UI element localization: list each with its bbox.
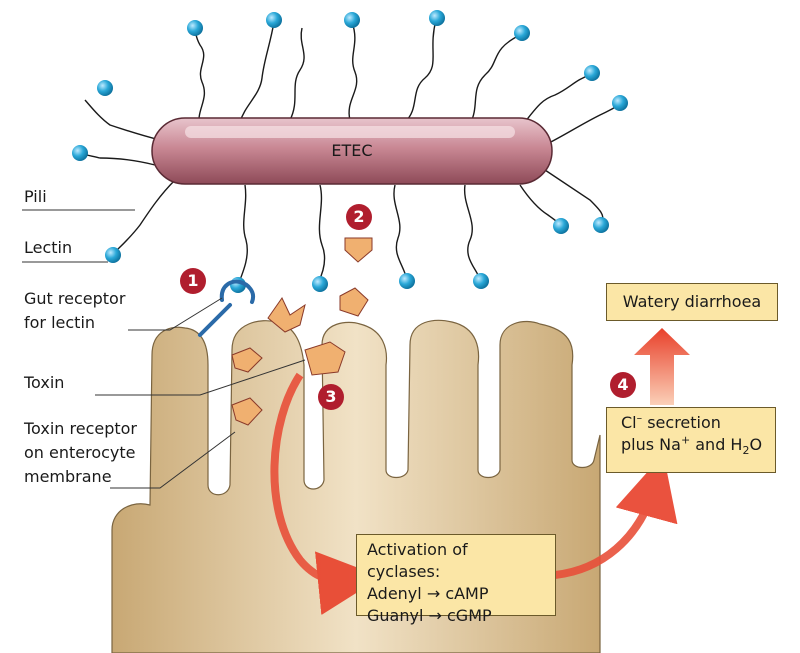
- lectin-tip: [584, 65, 600, 81]
- toxin-receptor-label-1: Toxin receptor: [24, 419, 137, 438]
- step-2-badge: 2: [346, 204, 372, 230]
- lectin-tip: [514, 25, 530, 41]
- pilus: [84, 99, 161, 141]
- adenyl-line: Adenyl → cAMP: [367, 584, 489, 603]
- lectin-tip: [473, 273, 489, 289]
- etec-label: ETEC: [331, 141, 373, 160]
- diarrhoea-text: Watery diarrhoea: [622, 292, 762, 311]
- pilus: [469, 34, 521, 125]
- signal-arrow: [270, 372, 382, 616]
- pilus: [519, 74, 591, 129]
- diarrhoea-box: Watery diarrhoea: [606, 283, 778, 321]
- step-1-badge: 1: [180, 268, 206, 294]
- toxin-bound: [304, 341, 346, 376]
- pilus: [348, 21, 358, 121]
- cyclase-title: Activation of cyclases:: [367, 540, 468, 581]
- toxin-receptor: [231, 347, 263, 373]
- lectin-tip: [593, 217, 609, 233]
- gut-receptor-label-2: for lectin: [24, 313, 96, 332]
- toxin-receptor: [267, 297, 306, 333]
- pilus: [239, 21, 275, 123]
- pilus: [393, 184, 408, 281]
- lectin-tip: [612, 95, 628, 111]
- gut-receptor: [198, 279, 255, 337]
- pilus: [113, 179, 176, 254]
- guanyl-line: Guanyl → cGMP: [367, 606, 492, 625]
- secretion-to-diarrhoea-arrow: [634, 328, 690, 405]
- leader-lines: [22, 209, 306, 489]
- lectin-tip: [399, 273, 415, 289]
- pili-label: Pili: [24, 187, 47, 206]
- step-3-badge: 3: [318, 384, 344, 410]
- toxin-receptor-label-3: membrane: [24, 467, 112, 486]
- lectin-label: Lectin: [24, 238, 73, 257]
- secretion-line-1: Cl– secretion: [621, 411, 721, 432]
- lectin-tip: [266, 12, 282, 28]
- toxin-receptor-label-2: on enterocyte: [24, 443, 136, 462]
- pilus: [194, 29, 206, 129]
- cyclase-to-secretion-arrow: [554, 454, 678, 579]
- pilus: [544, 104, 619, 146]
- pilus: [463, 184, 481, 281]
- lectin-tip: [429, 10, 445, 26]
- secretion-box: Cl– secretion plus Na+ and H2O: [606, 407, 776, 473]
- lectin-tip: [105, 247, 121, 263]
- pilus: [79, 152, 156, 166]
- lectin-tip: [97, 80, 113, 96]
- step-4-badge: 4: [610, 372, 636, 398]
- secretion-line-2: plus Na+ and H2O: [621, 433, 763, 458]
- toxin: [339, 287, 369, 317]
- lectin-tip: [312, 276, 328, 292]
- pilus: [317, 184, 326, 284]
- gut-receptor-label-1: Gut receptor: [24, 289, 126, 308]
- lectin-tip: [72, 145, 88, 161]
- pilus: [404, 19, 437, 123]
- toxin: [344, 237, 373, 263]
- etec-highlight: [185, 126, 515, 138]
- lectin-tip: [187, 20, 203, 36]
- cyclase-box: Activation of cyclases: Adenyl → cAMP Gu…: [356, 534, 556, 625]
- lectin-tip: [553, 218, 569, 234]
- pilus: [237, 184, 248, 286]
- lectin-tip: [344, 12, 360, 28]
- pilus: [519, 184, 561, 226]
- pilus: [544, 169, 604, 223]
- toxin-group: [231, 237, 373, 426]
- pilus: [289, 27, 305, 121]
- toxin-label: Toxin: [24, 373, 65, 392]
- toxin-receptor: [231, 397, 263, 426]
